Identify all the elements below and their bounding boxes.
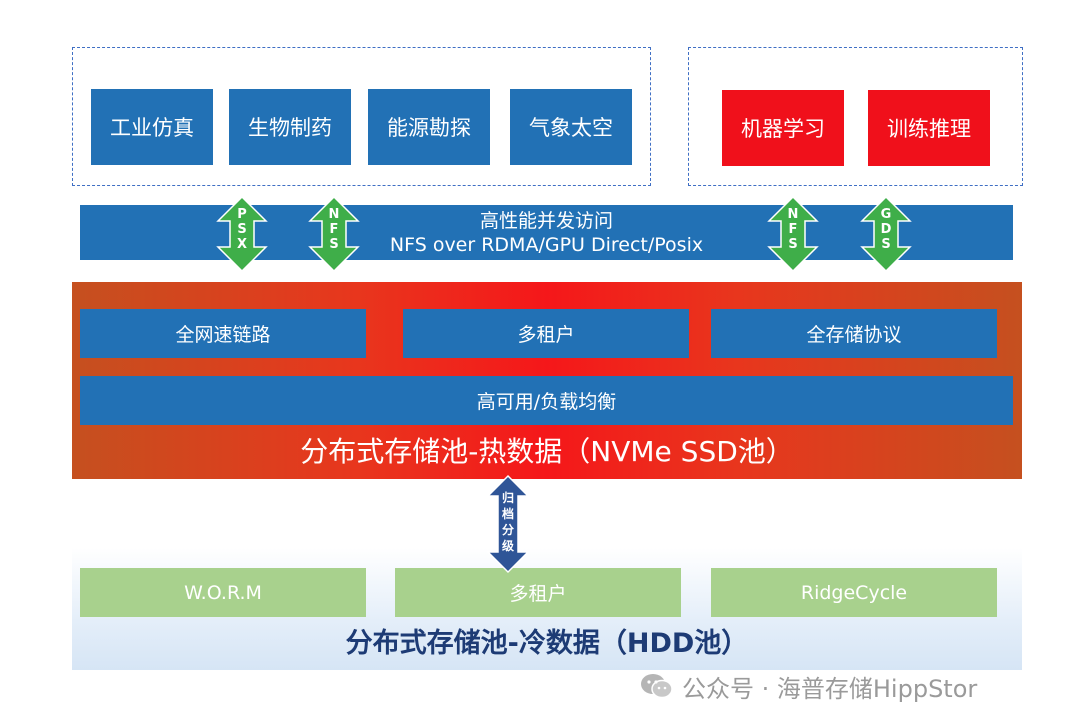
double-arrow-nfs-ai-icon	[767, 195, 819, 273]
tiering-double-arrow-icon	[486, 474, 530, 574]
double-arrow-gds-icon	[860, 195, 912, 273]
feature-multi-tenant-hot: 多租户	[403, 309, 689, 358]
arrow-label-psx: P S X	[236, 207, 248, 252]
tiering-arrow-label: 归 档 分 级	[501, 491, 514, 553]
arrow-label-nfs: N F S	[328, 207, 340, 252]
watermark-text: 公众号 · 海普存储HippStor	[682, 674, 978, 703]
ha-load-balance-bar: 高可用/负载均衡	[80, 376, 1013, 425]
protocol-bar-title: 高性能并发访问	[479, 209, 613, 232]
app-box-weather-space: 气象太空	[510, 89, 632, 165]
app-box-energy-exploration: 能源勘探	[368, 89, 490, 165]
app-box-industrial-simulation: 工业仿真	[91, 89, 213, 165]
feature-full-speed-link: 全网速链路	[80, 309, 366, 358]
arrow-label-nfs-ai: N F S	[787, 207, 799, 252]
wechat-icon	[641, 674, 673, 699]
feature-multi-tenant-cold: 多租户	[395, 568, 681, 617]
feature-ridgecycle: RidgeCycle	[711, 568, 997, 617]
app-box-training-inference: 训练推理	[868, 90, 990, 166]
hpc-app-group	[72, 47, 651, 186]
arrow-label-gds: G D S	[880, 207, 892, 252]
protocol-bar-subtitle: NFS over RDMA/GPU Direct/Posix	[389, 233, 704, 256]
ai-app-group	[688, 47, 1023, 186]
cold-pool-title: 分布式存储池-冷数据（HDD池）	[345, 628, 749, 659]
double-arrow-nfs-icon	[308, 195, 360, 273]
app-box-machine-learning: 机器学习	[722, 90, 844, 166]
watermark: 公众号 · 海普存储HippStor	[640, 668, 1060, 704]
double-arrow-psx-icon	[216, 195, 268, 273]
hot-pool-title: 分布式存储池-热数据（NVMe SSD池）	[300, 435, 794, 468]
app-box-biopharma: 生物制药	[229, 89, 351, 165]
feature-worm: W.O.R.M	[80, 568, 366, 617]
feature-all-storage-protocols: 全存储协议	[711, 309, 997, 358]
